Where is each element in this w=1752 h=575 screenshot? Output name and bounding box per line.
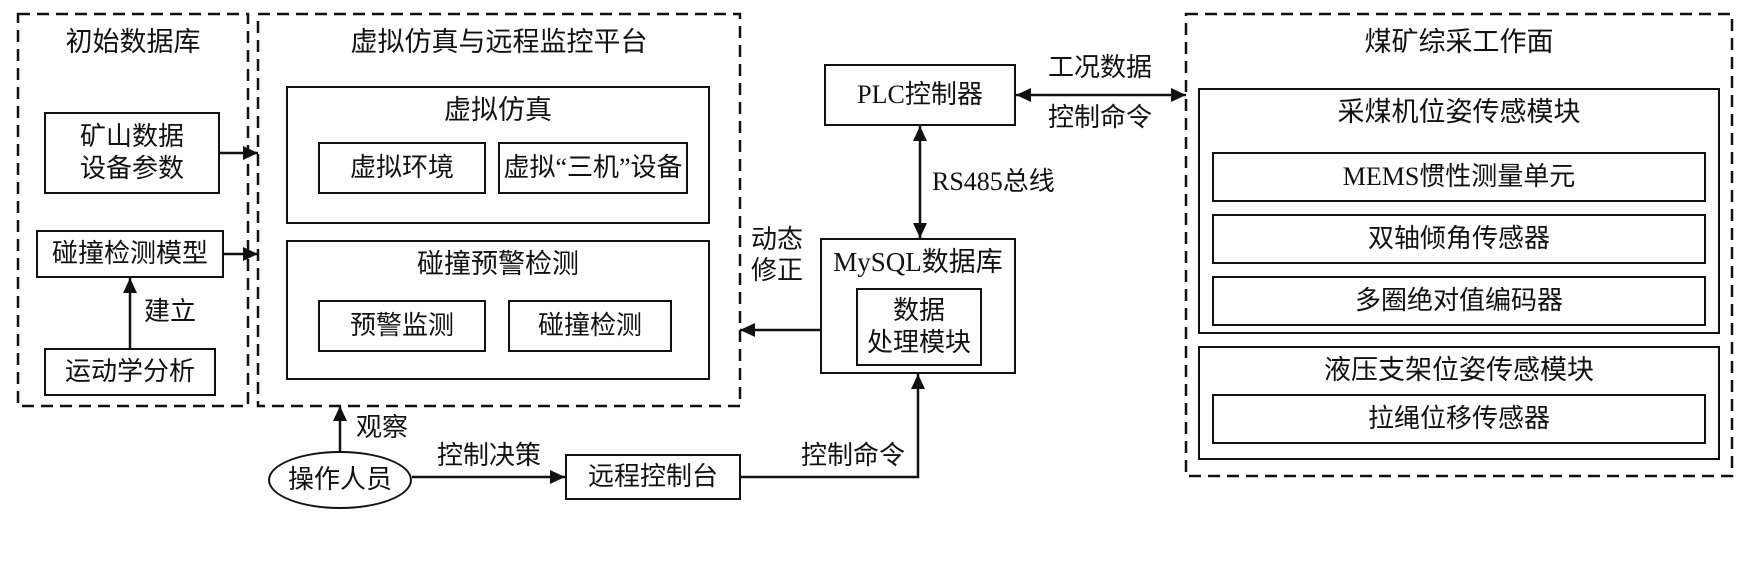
workface-group-outline xyxy=(1184,12,1734,478)
mysql-box xyxy=(820,238,1016,374)
control-command-plc-label: 控制命令 xyxy=(1047,103,1152,132)
rs485-bus-label: RS485总线 xyxy=(932,167,1055,196)
warning-monitor-box: 预警监测 xyxy=(318,300,486,352)
virtual-three-machines-box: 虚拟“三机”设备 xyxy=(498,142,688,194)
initial-database-group-outline xyxy=(16,12,250,408)
dynamic-correction-label: 动态 修正 xyxy=(750,225,803,286)
kinematics-box: 运动学分析 xyxy=(44,348,216,396)
virtual-sim-box xyxy=(286,86,710,224)
control-command-console-label: 控制命令 xyxy=(800,441,905,470)
collision-warning-box xyxy=(286,240,710,380)
workface-title: 煤矿综采工作面 xyxy=(1364,27,1554,57)
collision-model-box: 碰撞检测模型 xyxy=(36,230,224,278)
virtual-sim-title: 虚拟仿真 xyxy=(444,95,552,125)
virtual-env-box: 虚拟环境 xyxy=(318,142,486,194)
establish-label: 建立 xyxy=(143,297,196,326)
tilt-sensor-box: 双轴倾角传感器 xyxy=(1212,214,1706,264)
mine-data-box: 矿山数据 设备参数 xyxy=(44,112,220,194)
mems-imu-box: MEMS惯性测量单元 xyxy=(1212,152,1706,202)
arrow-console-to-mysql xyxy=(741,374,925,479)
condition-data-label: 工况数据 xyxy=(1047,53,1152,82)
rope-sensor-box: 拉绳位移传感器 xyxy=(1212,394,1706,444)
platform-title: 虚拟仿真与远程监控平台 xyxy=(350,27,648,57)
remote-console-box: 远程控制台 xyxy=(565,454,741,500)
support-module-box xyxy=(1198,346,1720,460)
data-processing-module-box: 数据 处理模块 xyxy=(856,288,982,366)
encoder-box: 多圈绝对值编码器 xyxy=(1212,276,1706,326)
shearer-module-title: 采煤机位姿传感模块 xyxy=(1337,97,1581,127)
shearer-module-box xyxy=(1198,88,1720,334)
mysql-title: MySQL数据库 xyxy=(833,247,1003,277)
operator-ellipse: 操作人员 xyxy=(268,451,412,509)
observe-label: 观察 xyxy=(355,413,408,442)
initial-db-title: 初始数据库 xyxy=(65,27,201,57)
support-module-title: 液压支架位姿传感模块 xyxy=(1324,355,1594,385)
collision-warning-title: 碰撞预警检测 xyxy=(417,249,579,279)
control-decision-label: 控制决策 xyxy=(436,441,541,470)
plc-controller-box: PLC控制器 xyxy=(824,64,1016,126)
collision-detect-box: 碰撞检测 xyxy=(508,300,672,352)
